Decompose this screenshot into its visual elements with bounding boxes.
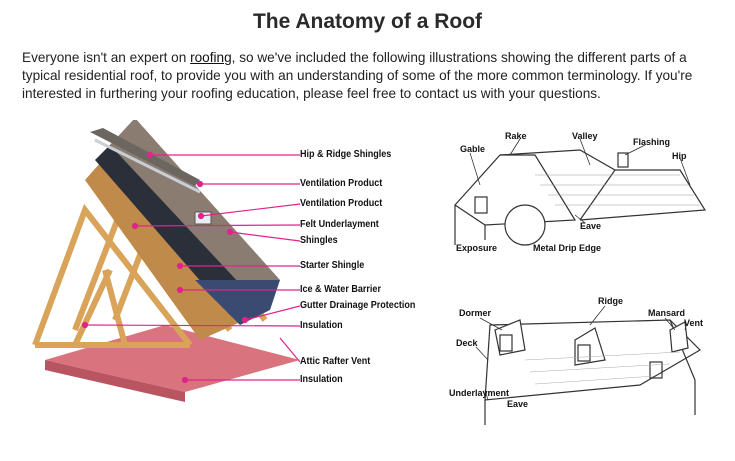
label-felt-underlayment: Felt Underlayment <box>300 218 379 230</box>
label-attic-rafter-vent: Attic Rafter Vent <box>300 355 371 367</box>
label-hip-ridge-shingles: Hip & Ridge Shingles <box>300 148 392 160</box>
intro-text: Everyone isn't an expert on <box>22 50 191 65</box>
label-ice-water-barrier: Ice & Water Barrier <box>300 283 381 295</box>
roof-layers-drawing <box>32 118 301 402</box>
label-insulation: Insulation <box>300 373 343 385</box>
label-ventilation-product: Ventilation Product <box>300 177 383 189</box>
gable-roof-diagram: Gable Rake Valley Flashing Hip Eave Expo… <box>440 125 735 260</box>
label-metal-drip-edge: Metal Drip Edge <box>533 243 602 253</box>
label-exposure: Exposure <box>456 243 498 253</box>
label-dormer: Dormer <box>459 308 492 318</box>
label-valley: Valley <box>572 131 598 141</box>
label-ridge: Ridge <box>598 296 624 306</box>
page-title: The Anatomy of a Roof <box>252 10 483 33</box>
label-gutter-drainage-protection: Gutter Drainage Protection <box>300 299 416 311</box>
label-insulation: Insulation <box>300 319 343 331</box>
gable-roof-drawing <box>454 138 707 246</box>
intro-paragraph: Everyone isn't an expert on roofing, so … <box>22 49 722 103</box>
label-gable: Gable <box>460 144 486 154</box>
mansard-roof-diagram: Ridge Dormer Mansard Vent Deck Underlaym… <box>440 290 735 430</box>
label-ventilation-product: Ventilation Product <box>300 197 383 209</box>
label-vent: Vent <box>684 318 704 328</box>
label-hip: Hip <box>672 151 687 161</box>
label-rake: Rake <box>505 131 527 141</box>
label-flashing: Flashing <box>633 137 671 147</box>
label-eave: Eave <box>580 221 602 231</box>
mansard-roof-drawing <box>475 305 701 425</box>
label-shingles: Shingles <box>300 234 338 246</box>
roof-layers-illustration: Hip & Ridge Shingles Ventilation Product… <box>15 118 435 410</box>
label-deck: Deck <box>456 338 478 348</box>
label-underlayment: Underlayment <box>449 388 510 398</box>
label-eave: Eave <box>507 399 529 409</box>
roofing-link[interactable]: roofing <box>190 50 232 65</box>
label-starter-shingle: Starter Shingle <box>300 259 365 271</box>
label-mansard: Mansard <box>648 308 686 318</box>
intro-text: , so we've included the following illust… <box>22 50 693 101</box>
